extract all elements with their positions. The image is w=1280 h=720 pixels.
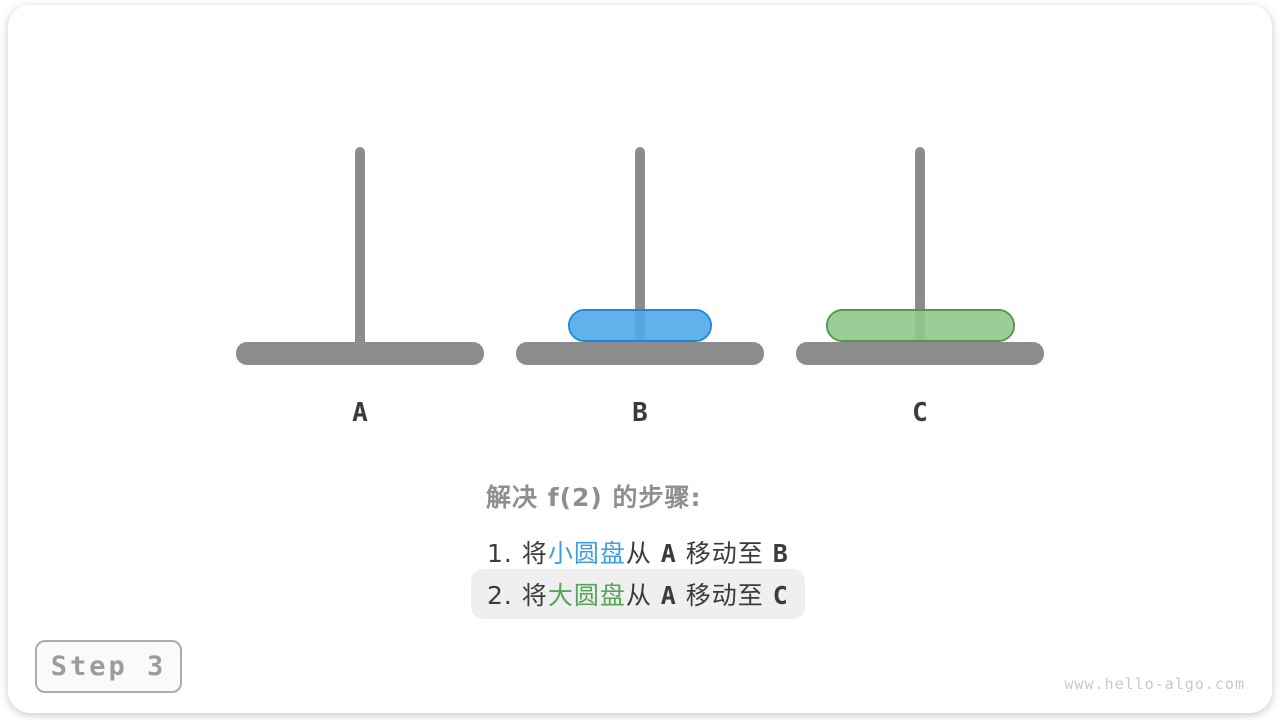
- peg-b-label: B: [632, 398, 648, 428]
- peg-a-base: [236, 342, 484, 365]
- step-segment: 从: [625, 539, 661, 568]
- step-segment-latin: B: [772, 539, 789, 568]
- steps-heading: 解决 f(2) 的步骤:: [486, 483, 702, 512]
- step-badge: Step 3: [35, 640, 182, 693]
- peg-a-pole: [355, 147, 365, 354]
- step-segment-blue: 小圆盘: [547, 539, 626, 568]
- step-segment-latin: A: [660, 581, 677, 610]
- step-segment: 移动至: [676, 581, 773, 610]
- peg-c-pole: [915, 147, 925, 354]
- large-green-disk: [826, 309, 1015, 342]
- step-segment-green: 大圆盘: [547, 581, 626, 610]
- step-segment-latin: C: [772, 581, 789, 610]
- step-segment: 2. 将: [487, 581, 548, 610]
- step-segment: 从: [625, 581, 661, 610]
- watermark: www.hello-algo.com: [1064, 675, 1245, 693]
- step-line-2: 2. 将大圆盘从 A 移动至 C: [471, 569, 805, 619]
- step-line-1: 1. 将小圆盘从 A 移动至 B: [487, 534, 789, 570]
- step-segment: 移动至: [676, 539, 773, 568]
- peg-c-base: [796, 342, 1044, 365]
- small-blue-disk: [568, 309, 712, 342]
- peg-a-label: A: [352, 398, 368, 428]
- step-segment-latin: A: [660, 539, 677, 568]
- step-segment: 1. 将: [487, 539, 548, 568]
- peg-b-base: [516, 342, 764, 365]
- peg-b-pole: [635, 147, 645, 354]
- peg-c-label: C: [912, 398, 928, 428]
